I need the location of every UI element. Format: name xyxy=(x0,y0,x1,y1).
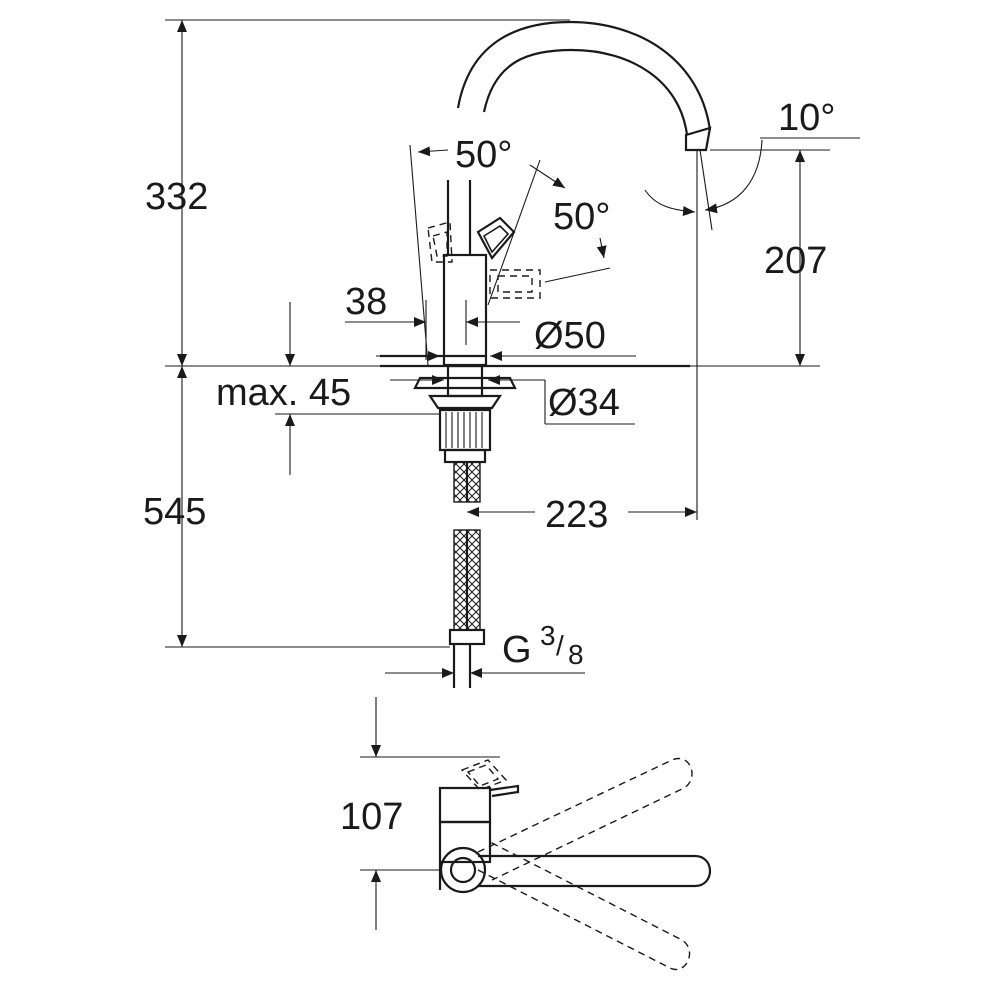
label-g-slash: / xyxy=(556,630,564,661)
label-545: 545 xyxy=(143,491,206,533)
label-50-degree-side: 50° xyxy=(553,196,610,238)
label-g: G xyxy=(502,629,532,671)
label-g-den: 8 xyxy=(568,639,584,670)
label-max-45: max. 45 xyxy=(216,372,351,414)
label-38: 38 xyxy=(345,281,387,323)
faucet-column xyxy=(442,253,488,367)
lever-solid xyxy=(476,216,516,260)
label-332: 332 xyxy=(145,176,208,218)
lever-dashed-back xyxy=(427,221,453,263)
dimension-lines xyxy=(165,19,860,678)
spout-inner xyxy=(482,48,689,136)
dimension-labels: 332 545 223 207 10° 50° 50° 38 Ø50 Ø34 m… xyxy=(143,97,835,838)
label-107: 107 xyxy=(340,796,403,838)
label-d50: Ø50 xyxy=(534,315,606,357)
label-g-num: 3 xyxy=(540,620,556,651)
label-d34: Ø34 xyxy=(548,382,620,424)
label-50-degree-front: 50° xyxy=(455,134,512,176)
label-207: 207 xyxy=(764,240,827,282)
top-view xyxy=(360,697,711,971)
label-10-degree: 10° xyxy=(778,97,835,139)
label-223: 223 xyxy=(545,494,608,536)
top-view-lever xyxy=(478,854,711,888)
spout-outer xyxy=(456,20,712,131)
lever-dashed-side xyxy=(489,269,541,299)
